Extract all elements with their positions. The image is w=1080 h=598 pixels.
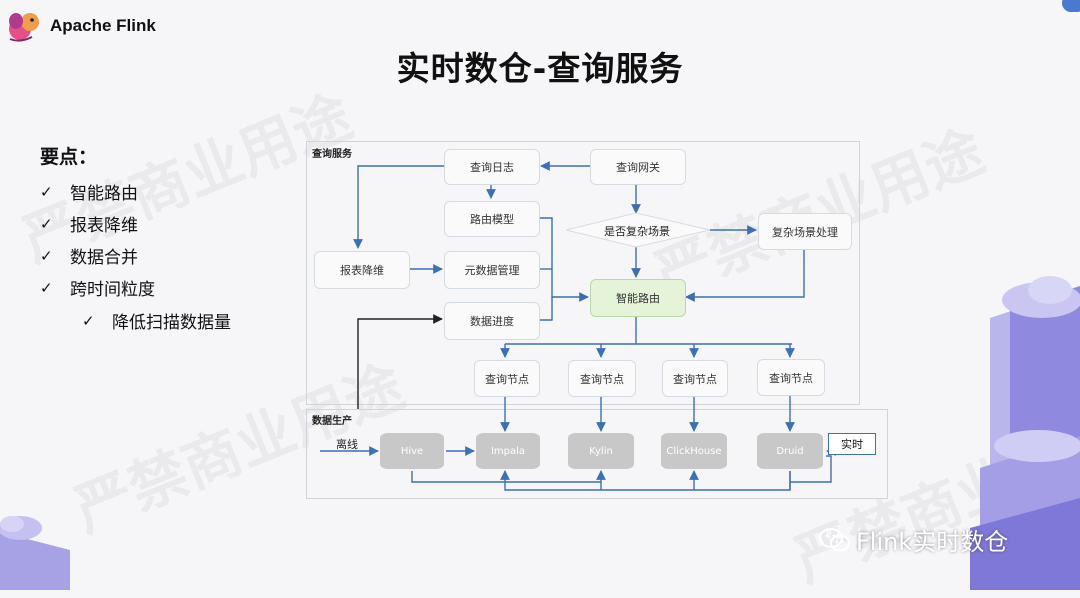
query-service-diagram: 查询服务 数据生产 bbox=[306, 141, 888, 499]
store-hive: Hive bbox=[380, 433, 444, 469]
node-query-gateway: 查询网关 bbox=[590, 149, 686, 185]
node-route-model: 路由模型 bbox=[444, 201, 540, 237]
store-impala: Impala bbox=[476, 433, 540, 469]
wechat-icon bbox=[819, 527, 850, 551]
node-complex-handling: 复杂场景处理 bbox=[758, 213, 852, 250]
check-icon: ✓ bbox=[40, 182, 53, 201]
node-query-executor: 查询节点 bbox=[474, 360, 540, 397]
node-query-executor: 查询节点 bbox=[568, 360, 636, 397]
node-data-progress: 数据进度 bbox=[444, 302, 540, 340]
diagram-connectors bbox=[320, 161, 851, 491]
check-icon: ✓ bbox=[40, 214, 53, 233]
point-item: ✓ 数据合并 bbox=[40, 243, 138, 269]
point-label: 降低扫描数据量 bbox=[112, 313, 231, 333]
points-heading: 要点： bbox=[40, 146, 98, 168]
wechat-account-name: Flink实时数仓 bbox=[856, 528, 1009, 556]
point-label: 跨时间粒度 bbox=[70, 280, 155, 300]
store-clickhouse: ClickHouse bbox=[661, 433, 727, 469]
point-label: 智能路由 bbox=[70, 184, 138, 204]
flink-squirrel-logo bbox=[9, 13, 39, 42]
node-query-executor: 查询节点 bbox=[662, 360, 728, 397]
data-production-region-label: 数据生产 bbox=[312, 416, 352, 427]
slide-title: 实时数仓-查询服务 bbox=[396, 49, 684, 88]
decorative-cloud-illustration bbox=[0, 516, 70, 590]
point-label: 数据合并 bbox=[70, 248, 138, 268]
brand: Apache Flink bbox=[6, 8, 156, 44]
node-is-complex: 是否复杂场景 bbox=[604, 225, 670, 238]
corner-icon bbox=[1062, 0, 1080, 12]
data-production-region bbox=[306, 409, 888, 499]
node-metadata-mgmt: 元数据管理 bbox=[444, 251, 540, 289]
point-label: 报表降维 bbox=[70, 216, 138, 236]
brand-name: Apache Flink bbox=[50, 16, 156, 35]
node-report-reduce: 报表降维 bbox=[314, 251, 410, 289]
point-item: ✓ 智能路由 bbox=[40, 179, 138, 205]
store-druid: Druid bbox=[757, 433, 823, 469]
point-item: ✓ 报表降维 bbox=[40, 211, 138, 237]
decision-diamond bbox=[565, 212, 711, 248]
check-icon: ✓ bbox=[40, 278, 53, 297]
node-query-executor: 查询节点 bbox=[757, 359, 825, 396]
query-service-region-label: 查询服务 bbox=[312, 149, 352, 160]
decorative-cloud-illustration bbox=[970, 276, 1080, 590]
check-icon: ✓ bbox=[82, 311, 95, 330]
point-item: ✓ 跨时间粒度 bbox=[40, 275, 155, 301]
realtime-label: 实时 bbox=[828, 433, 876, 455]
query-service-region bbox=[306, 141, 860, 405]
wechat-badge: Flink实时数仓 bbox=[818, 522, 1008, 557]
node-smart-routing: 智能路由 bbox=[590, 279, 686, 317]
sub-point-item: ✓ 降低扫描数据量 bbox=[82, 308, 231, 334]
node-query-log: 查询日志 bbox=[444, 149, 540, 185]
check-icon: ✓ bbox=[40, 246, 53, 265]
offline-label: 离线 bbox=[336, 438, 358, 451]
store-kylin: Kylin bbox=[568, 433, 634, 469]
